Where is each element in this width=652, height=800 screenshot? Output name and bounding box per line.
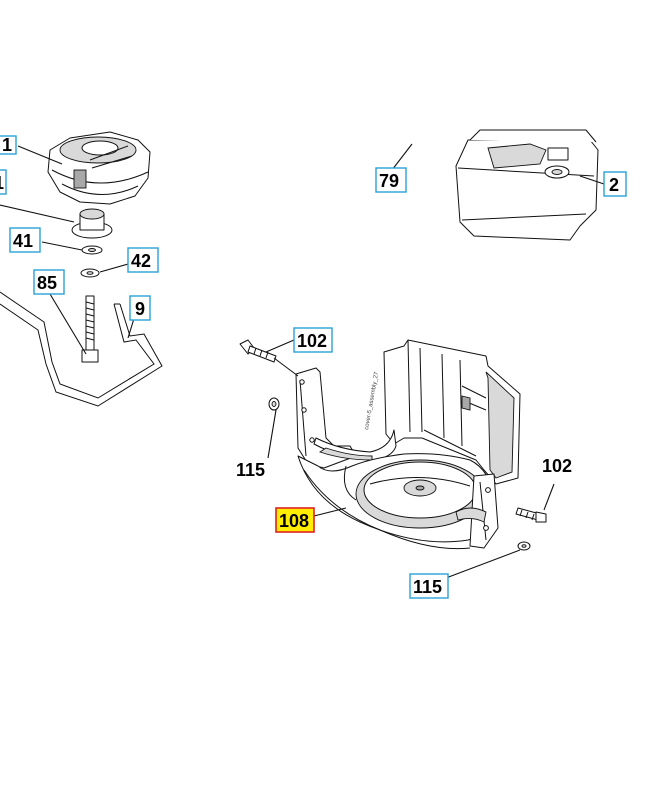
callout-102-right[interactable]: 102 xyxy=(542,456,572,476)
callout-108[interactable]: 108 xyxy=(275,507,315,533)
callout-115-left[interactable]: 115 xyxy=(236,460,265,480)
bushing-part xyxy=(71,208,113,239)
bolt-102-right xyxy=(515,507,547,523)
bolt-102-upper-axis xyxy=(273,357,299,377)
svg-text:102: 102 xyxy=(542,456,572,476)
washer-41 xyxy=(81,245,103,255)
leader-partial-left xyxy=(0,204,75,223)
leader-42 xyxy=(99,263,129,273)
washer-115-left xyxy=(268,397,280,411)
callout-partial-left[interactable]: 1 xyxy=(0,169,7,195)
svg-text:42: 42 xyxy=(131,251,151,271)
leader-2 xyxy=(579,175,605,185)
svg-text:2: 2 xyxy=(609,175,619,195)
leader-115-left xyxy=(267,409,277,459)
svg-text:115: 115 xyxy=(236,460,265,480)
engine-cover xyxy=(455,129,599,241)
leader-115-bottom xyxy=(445,549,521,579)
svg-text:9: 9 xyxy=(135,299,145,319)
leader-79 xyxy=(391,143,413,171)
callout-42[interactable]: 42 xyxy=(127,247,159,273)
callout-102-upper[interactable]: 102 xyxy=(293,327,333,353)
svg-text:85: 85 xyxy=(37,273,57,293)
callout-115-bottom[interactable]: 115 xyxy=(409,573,449,599)
leader-108 xyxy=(313,507,347,517)
leader-102-upper xyxy=(265,339,295,353)
callout-85[interactable]: 85 xyxy=(33,269,65,295)
washer-42 xyxy=(80,268,100,278)
pulley-assembly xyxy=(47,131,151,205)
washer-115-bottom xyxy=(517,541,531,551)
leader-85 xyxy=(49,293,87,355)
cover-code-label: cover-5_assembly_27 xyxy=(364,371,380,430)
svg-text:102: 102 xyxy=(297,331,327,351)
bolt-102-upper xyxy=(239,339,277,363)
leader-partial-top xyxy=(17,145,63,165)
leader-41 xyxy=(41,241,83,251)
deflector-housing-108: cover-5_assembly_27 xyxy=(295,339,521,550)
callout-9[interactable]: 9 xyxy=(129,295,151,321)
callout-2[interactable]: 2 xyxy=(603,171,627,197)
svg-text:79: 79 xyxy=(379,171,399,191)
svg-text:108: 108 xyxy=(279,511,309,531)
callout-41[interactable]: 41 xyxy=(9,227,41,253)
leader-102-right xyxy=(543,483,555,511)
rod-9 xyxy=(0,291,163,407)
callout-partial-top[interactable]: 1 xyxy=(0,135,17,155)
svg-text:115: 115 xyxy=(413,577,442,597)
svg-text:41: 41 xyxy=(13,231,33,251)
callout-79[interactable]: 79 xyxy=(375,167,407,193)
svg-text:1: 1 xyxy=(0,173,4,193)
svg-text:1: 1 xyxy=(2,135,12,155)
